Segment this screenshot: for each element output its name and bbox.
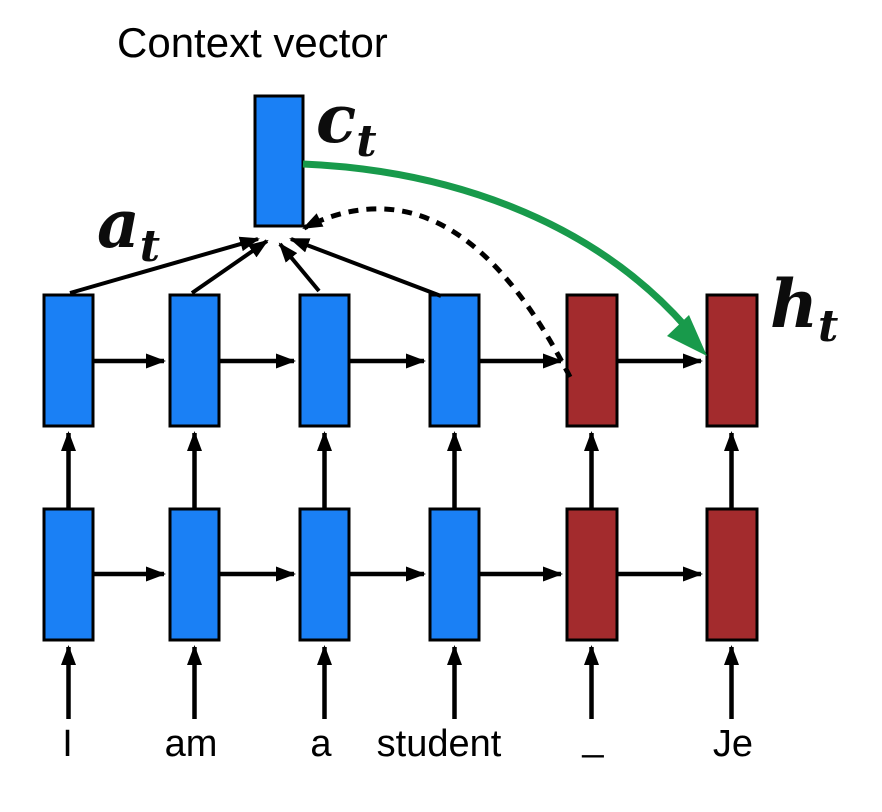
attention-line-4 (289, 237, 442, 298)
encoder-bottom-cell-2 (168, 507, 221, 642)
encoder-bottom-cell-1 (42, 507, 95, 642)
attention-line-1 (69, 236, 260, 295)
context-to-hidden-green-arrow (302, 160, 689, 330)
token-label-2: am (165, 723, 218, 765)
token-label-4: student (377, 723, 502, 765)
decoder-bottom-cell-2 (705, 507, 759, 642)
ct-subscript: t (356, 116, 376, 167)
ht-subscript: t (818, 301, 838, 352)
token-label-6: Je (713, 723, 753, 765)
ct-main: c (316, 80, 356, 158)
context-symbol-ct: ct (316, 80, 377, 167)
token-label-5: _ (581, 717, 604, 759)
context-vector-box (253, 94, 305, 228)
green-arrowhead (667, 315, 707, 356)
attention-line-2 (190, 239, 269, 295)
encoder-bottom-cell-3 (298, 507, 351, 642)
hidden-symbol-ht: ht (770, 265, 838, 352)
decoder-to-context-dashed-arrow (302, 206, 573, 379)
decoder-top-cell-1 (565, 293, 619, 428)
encoder-bottom-cell-4 (428, 507, 481, 642)
encoder-top-cell-3 (298, 293, 351, 428)
encoder-top-cell-2 (168, 293, 221, 428)
attention-line-3 (278, 242, 321, 293)
decoder-bottom-cell-1 (565, 507, 619, 642)
context-vector-title: Context vector (117, 19, 388, 66)
encoder-top-cell-1 (42, 293, 95, 428)
at-subscript: t (140, 221, 160, 272)
token-label-3: a (310, 723, 332, 765)
at-main: a (97, 185, 140, 263)
token-label-1: I (62, 723, 73, 765)
encoder-top-cell-4 (428, 293, 481, 428)
decoder-top-cell-2 (705, 293, 759, 428)
ht-main: h (770, 265, 818, 343)
attention-symbol-at: at (97, 185, 160, 272)
